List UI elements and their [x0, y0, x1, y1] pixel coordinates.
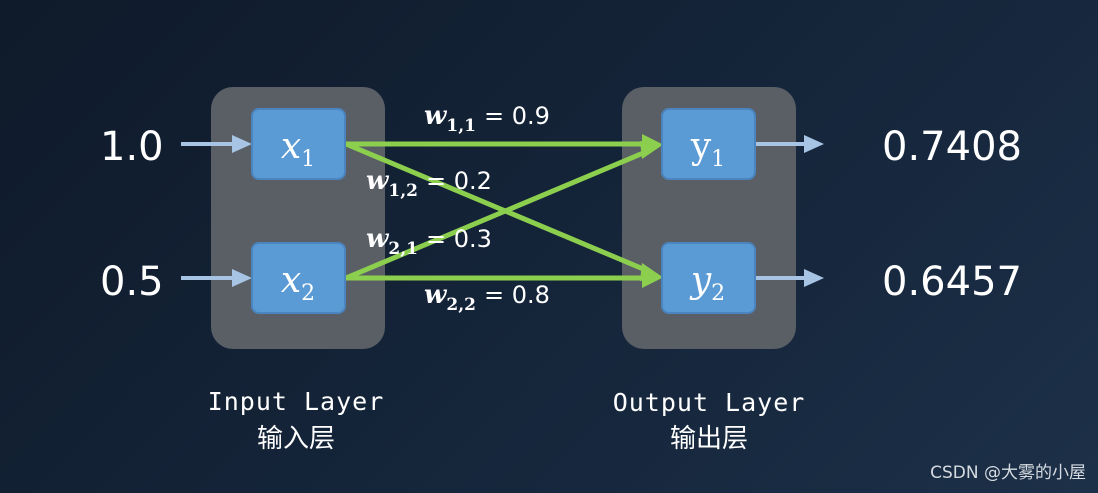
output-arrow-1: [756, 135, 824, 153]
node-x1-var: x: [281, 126, 301, 167]
svg-text:y2: y2: [689, 260, 725, 306]
node-y1-var: y: [690, 126, 712, 167]
input-layer-title-cn: 输入层: [257, 424, 335, 454]
node-x2-sub: 2: [301, 281, 315, 306]
input-value-2: 0.5: [100, 259, 164, 305]
weight-label-w22: w2,2= 0.8: [424, 280, 550, 315]
node-y2: y2: [661, 242, 756, 314]
node-y2-var: y: [689, 260, 712, 301]
node-x2: x2: [251, 242, 346, 314]
weight-label-w12: w1,2= 0.2: [366, 166, 492, 201]
output-value-1: 0.7408: [882, 124, 1022, 170]
output-arrow-2: [756, 269, 824, 287]
node-y1-sub: 1: [711, 147, 725, 172]
input-arrow-1: [181, 135, 252, 153]
edge-w11: [346, 134, 662, 154]
node-y2-sub: 2: [711, 281, 725, 306]
node-x2-var: x: [281, 260, 301, 301]
svg-text:y1: y1: [690, 126, 725, 172]
output-value-2: 0.6457: [882, 259, 1022, 305]
input-layer-title: Input Layer: [208, 387, 385, 416]
weight-label-w21: w2,1= 0.3: [366, 224, 492, 259]
node-x1: x1: [251, 108, 346, 180]
weight-label-w11: w1,1= 0.9: [424, 101, 550, 136]
input-value-1: 1.0: [100, 124, 164, 170]
input-arrow-2: [181, 269, 252, 287]
node-y1: y1: [661, 108, 756, 180]
edge-w21: [345, 141, 664, 281]
node-x1-sub: 1: [301, 147, 315, 172]
svg-text:x2: x2: [281, 260, 315, 306]
svg-text:x1: x1: [281, 126, 315, 172]
output-layer-title: Output Layer: [613, 388, 806, 417]
watermark-text: CSDN @大雾的小屋: [930, 463, 1086, 483]
output-layer-title-cn: 输出层: [670, 424, 748, 454]
edge-w22: [346, 268, 662, 288]
